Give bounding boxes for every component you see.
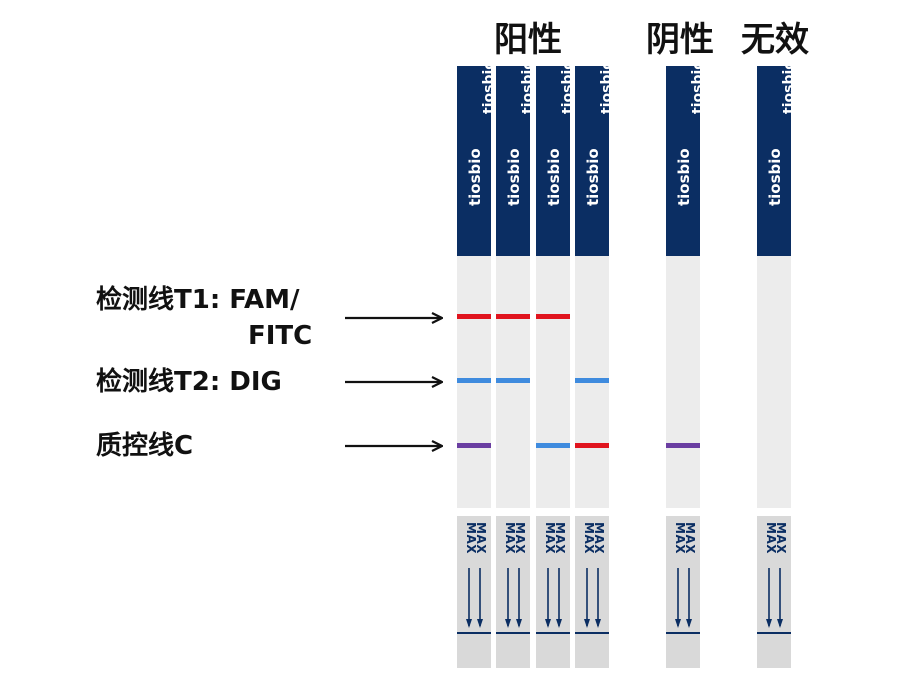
dip-arrows-icon xyxy=(575,568,609,634)
strip-membrane xyxy=(757,256,791,508)
label-control: 质控线C xyxy=(96,431,194,461)
max-label: MAX xyxy=(474,522,488,554)
strip-membrane xyxy=(666,256,700,508)
brand-label: tiosbio xyxy=(481,60,497,114)
brand-label: tiosbio xyxy=(766,148,784,206)
sample-pad xyxy=(666,516,700,668)
label-t2: 检测线T2: DIG xyxy=(96,367,282,397)
strip-header: tiosbio tiosbio xyxy=(457,60,497,256)
heading-positive: 阳性 xyxy=(494,20,562,60)
max-label: MAX xyxy=(592,522,606,554)
dip-arrows-icon xyxy=(496,568,530,634)
brand-label: tiosbio xyxy=(466,148,484,206)
sample-pad xyxy=(457,516,491,668)
band-t2 xyxy=(496,378,530,383)
brand-label: tiosbio xyxy=(675,148,693,206)
dip-arrows-icon xyxy=(666,568,700,634)
strip-header: tiosbio tiosbio xyxy=(536,60,576,256)
brand-label: tiosbio xyxy=(690,60,706,114)
max-label: MAX xyxy=(553,522,567,554)
dip-arrows-icon xyxy=(536,568,570,634)
heading-negative: 阴性 xyxy=(646,20,714,60)
band-t2 xyxy=(575,378,609,383)
dip-arrows-icon xyxy=(457,568,491,634)
band-c xyxy=(457,443,491,448)
band-t2 xyxy=(457,378,491,383)
sample-pad xyxy=(536,516,570,668)
sample-pad xyxy=(575,516,609,668)
strip-header: tiosbio tiosbio xyxy=(496,60,536,256)
sample-pad xyxy=(757,516,791,668)
band-c xyxy=(575,443,609,448)
brand-label: tiosbio xyxy=(584,148,602,206)
band-c xyxy=(536,443,570,448)
strip-header: tiosbio tiosbio xyxy=(575,60,615,256)
strip-membrane xyxy=(536,256,570,508)
brand-label: tiosbio xyxy=(599,60,615,114)
heading-invalid: 无效 xyxy=(741,20,809,60)
strip-header: tiosbio tiosbio xyxy=(666,60,706,256)
dip-arrows-icon xyxy=(757,568,791,634)
brand-label: tiosbio xyxy=(520,60,536,114)
sample-pad xyxy=(496,516,530,668)
max-label: MAX xyxy=(683,522,697,554)
brand-label: tiosbio xyxy=(560,60,576,114)
brand-label: tiosbio xyxy=(545,148,563,206)
brand-label: tiosbio xyxy=(505,148,523,206)
band-t1 xyxy=(496,314,530,319)
band-t1 xyxy=(536,314,570,319)
brand-label: tiosbio xyxy=(781,60,797,114)
label-t1-line2: FITC xyxy=(248,321,313,351)
max-label: MAX xyxy=(774,522,788,554)
band-c xyxy=(666,443,700,448)
strip-header: tiosbio tiosbio xyxy=(757,60,797,258)
band-t1 xyxy=(457,314,491,319)
max-label: MAX xyxy=(513,522,527,554)
label-t1-line1: 检测线T1: FAM/ xyxy=(96,285,300,315)
